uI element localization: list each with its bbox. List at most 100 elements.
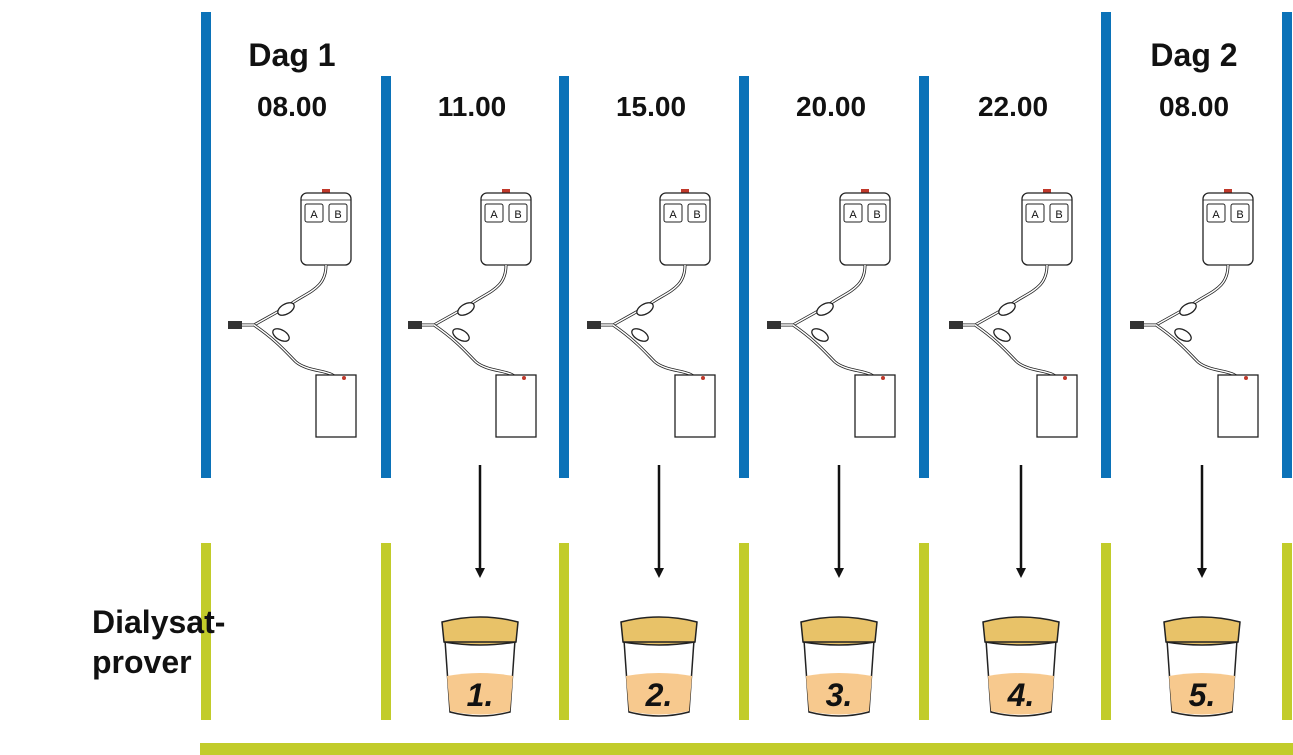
blue-divider [1101,12,1111,478]
sample-liquid [447,673,513,715]
bag-compartment [1049,203,1069,223]
blue-divider [919,76,929,478]
drain-bag [1036,374,1078,438]
tube-upper [599,264,687,327]
compartment-a-label: A [310,209,318,221]
tube-clamp [457,302,475,316]
sample-cup: 5. [1163,616,1241,717]
patient-connector [949,321,963,329]
patient-connector [1130,321,1144,329]
time-label: 22.00 [978,91,1048,122]
cork-lid [441,616,519,646]
patient-connector [587,321,601,329]
drain-bag-port [1063,376,1067,380]
tube-clamp [452,328,470,342]
tube-upper [240,264,328,327]
blue-divider [381,76,391,478]
cork-lid [620,616,698,646]
bag-hook [1043,189,1051,193]
tube-clamp [998,302,1016,316]
time-label: 15.00 [616,91,686,122]
time-label: 11.00 [438,91,507,122]
compartment-a-label: A [1212,209,1220,221]
drain-bag [674,374,716,438]
compartment-a-label: A [849,209,857,221]
compartment-b-label: B [1236,209,1243,221]
bag-hook [861,189,869,193]
blue-divider [559,76,569,478]
tube-clamp [272,328,290,342]
patient-connector [408,321,422,329]
sample-number: 2. [645,677,673,713]
sample-liquid [1169,673,1235,715]
cork-lid [1163,616,1241,646]
side-label-line1: Dialysat- [92,604,226,640]
compartment-b-label: B [693,209,700,221]
sample-cup: 1. [441,616,519,717]
sample-liquid [806,673,872,715]
bag-compartment [328,203,348,223]
tube-upper [961,264,1049,327]
compartment-b-label: B [514,209,521,221]
drain-bag [495,374,537,438]
time-label: 08.00 [257,91,327,122]
bottom-green-bar [200,743,1293,755]
tube-clamp [1174,328,1192,342]
blue-divider [1282,12,1292,478]
green-divider [381,543,391,720]
sample-liquid [988,673,1054,715]
tube-clamp [1179,302,1197,316]
bag-compartment [484,203,504,223]
compartment-a-label: A [1031,209,1039,221]
bag-hook [681,189,689,193]
bag-compartment [1230,203,1250,223]
compartment-b-label: B [334,209,341,221]
bag-compartment [1025,203,1045,223]
tube-upper [420,264,508,327]
day-label: Dag 1 [248,37,335,73]
green-divider [919,543,929,720]
bag-hook [322,189,330,193]
cork-lid [982,616,1060,646]
bag-compartment [867,203,887,223]
bag-compartment [508,203,528,223]
bag-hook [502,189,510,193]
tube-clamp [277,302,295,316]
sample-liquid [626,673,692,715]
drain-bag [1217,374,1259,438]
tube-clamp [993,328,1011,342]
sample-number: 1. [467,677,494,713]
day-label: Dag 2 [1150,37,1237,73]
drain-bag-port [881,376,885,380]
tube-clamp [631,328,649,342]
tube-lower [253,323,338,380]
sample-number: 4. [1007,677,1035,713]
bag-compartment [687,203,707,223]
drain-bag [854,374,896,438]
blue-divider [201,12,211,478]
compartment-b-label: B [873,209,880,221]
patient-connector [767,321,781,329]
green-divider [1282,543,1292,720]
bag-compartment [663,203,683,223]
compartment-b-label: B [1055,209,1062,221]
tube-lower [792,323,877,380]
sample-number: 5. [1189,677,1216,713]
side-label-dialysate-samples: Dialysat- prover [92,602,225,682]
drain-bag-port [522,376,526,380]
tube-lower [612,323,697,380]
tube-upper [1142,264,1230,327]
